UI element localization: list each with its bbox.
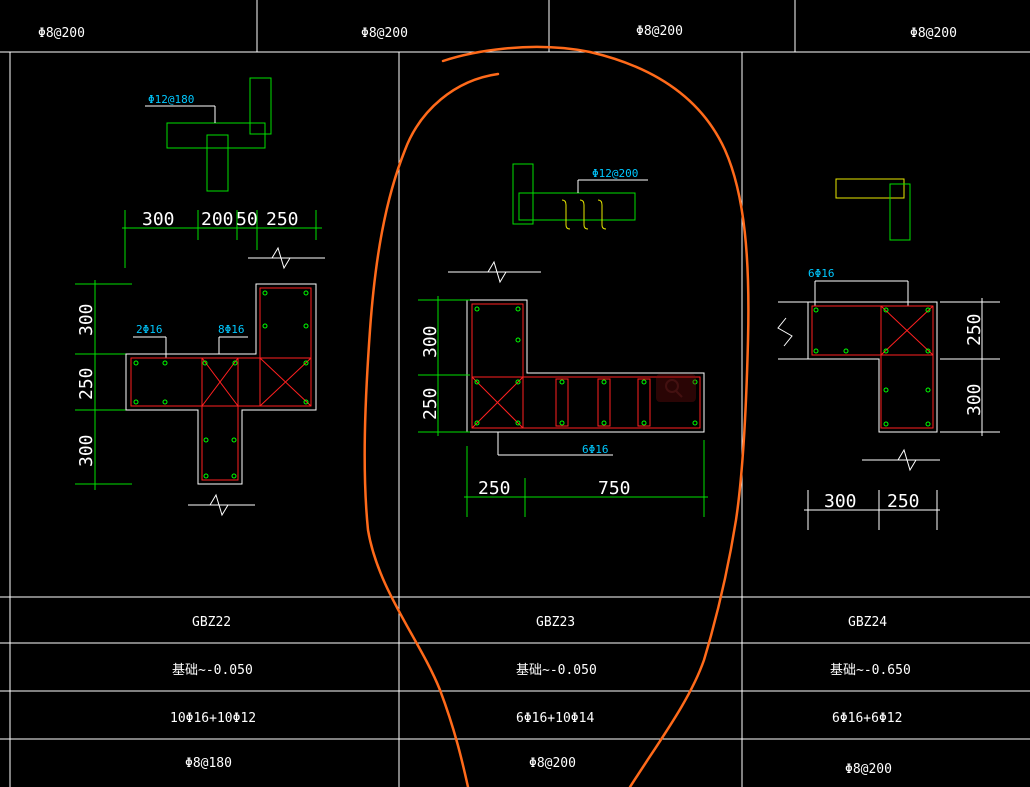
table-elevation-3: 基础~-0.650 xyxy=(830,663,911,678)
gbz24-stirrup-detail xyxy=(835,178,911,241)
gbz24-dim-right-1: 250 xyxy=(964,313,985,346)
gbz23-top-annotation: Φ12@200 xyxy=(592,167,638,180)
gbz22-bar-label-mid: 8Φ16 xyxy=(218,323,245,336)
gbz22-dim-top-4: 250 xyxy=(266,209,299,230)
table-elevations-row: 基础~-0.050 基础~-0.050 基础~-0.650 xyxy=(172,663,911,678)
hand-drawn-markup-loop xyxy=(441,45,750,787)
table-longitudinal-1: 10Φ16+10Φ12 xyxy=(170,711,256,726)
top-stirrup-text-3: Φ8@200 xyxy=(636,24,683,39)
gbz22-dim-top-1: 300 xyxy=(142,209,175,230)
gbz23-rebar-dots xyxy=(474,306,698,426)
gbz22-dim-top-2: 200 xyxy=(201,209,234,230)
gbz22-outline xyxy=(125,246,325,517)
gbz24-dim-bottom-1: 300 xyxy=(824,491,857,512)
hand-drawn-markup-stroke xyxy=(363,72,500,787)
top-stirrup-text-1: Φ8@200 xyxy=(38,26,85,41)
gbz22-dim-top-3: 50 xyxy=(236,209,258,230)
gbz24-rebar xyxy=(811,305,934,429)
table-elevation-2: 基础~-0.050 xyxy=(516,663,597,678)
gbz24-dim-right-2: 300 xyxy=(964,383,985,416)
table-longitudinal-row: 10Φ16+10Φ12 6Φ16+10Φ14 6Φ16+6Φ12 xyxy=(170,711,902,726)
table-stirrup-2: Φ8@200 xyxy=(529,756,576,771)
table-name-3: GBZ24 xyxy=(848,615,887,630)
table-names-row: GBZ22 GBZ23 GBZ24 xyxy=(192,615,887,630)
gbz22-rebar xyxy=(130,287,312,481)
gbz22-dim-left-2: 250 xyxy=(76,367,97,400)
gbz22-dim-left-1: 300 xyxy=(76,303,97,336)
gbz22-section: Φ12@180 300 200 50 250 300 250 300 xyxy=(75,77,325,517)
table-name-2: GBZ23 xyxy=(536,615,575,630)
gbz22-bar-label-left: 2Φ16 xyxy=(136,323,163,336)
gbz22-dim-left-3: 300 xyxy=(76,434,97,467)
gbz22-stirrup-detail xyxy=(145,77,272,192)
gbz23-left-dimension xyxy=(418,296,470,436)
gbz24-dim-bottom-2: 250 xyxy=(887,491,920,512)
gbz24-bar-label-top: 6Φ16 xyxy=(808,267,835,280)
gbz23-dim-bottom-2: 750 xyxy=(598,478,631,499)
gbz22-top-annotation: Φ12@180 xyxy=(148,93,194,106)
gbz23-rebar xyxy=(471,303,701,429)
top-stirrup-text-2: Φ8@200 xyxy=(361,26,408,41)
table-stirrup-3: Φ8@200 xyxy=(845,762,892,777)
gbz23-outline xyxy=(448,260,705,456)
gbz24-section: 6Φ16 250 300 300 250 xyxy=(777,178,1000,530)
gbz24-outline xyxy=(777,280,940,472)
gbz22-top-dimension xyxy=(122,210,322,268)
gbz24-right-dimension xyxy=(940,298,1000,436)
table-stirrups-row: Φ8@180 Φ8@200 Φ8@200 xyxy=(185,756,892,777)
gbz23-bottom-dimension xyxy=(464,440,708,517)
table-stirrup-1: Φ8@180 xyxy=(185,756,232,771)
magnifier-icon xyxy=(656,374,696,402)
gbz23-dim-bottom-1: 250 xyxy=(478,478,511,499)
gbz22-rebar-dots xyxy=(133,290,309,479)
table-longitudinal-2: 6Φ16+10Φ14 xyxy=(516,711,594,726)
top-stirrup-text-4: Φ8@200 xyxy=(910,26,957,41)
gbz23-stirrup-detail xyxy=(512,163,648,230)
gbz23-section: Φ12@200 xyxy=(418,163,708,517)
gbz22-left-dimension xyxy=(75,280,132,490)
gbz24-rebar-dots xyxy=(813,307,931,427)
table-longitudinal-3: 6Φ16+6Φ12 xyxy=(832,711,902,726)
table-name-1: GBZ22 xyxy=(192,615,231,630)
table-elevation-1: 基础~-0.050 xyxy=(172,663,253,678)
gbz23-dim-left-2: 250 xyxy=(420,387,441,420)
gbz23-dim-left-1: 300 xyxy=(420,325,441,358)
gbz23-bar-label-bottom: 6Φ16 xyxy=(582,443,609,456)
gbz24-bottom-dimension xyxy=(804,490,940,530)
